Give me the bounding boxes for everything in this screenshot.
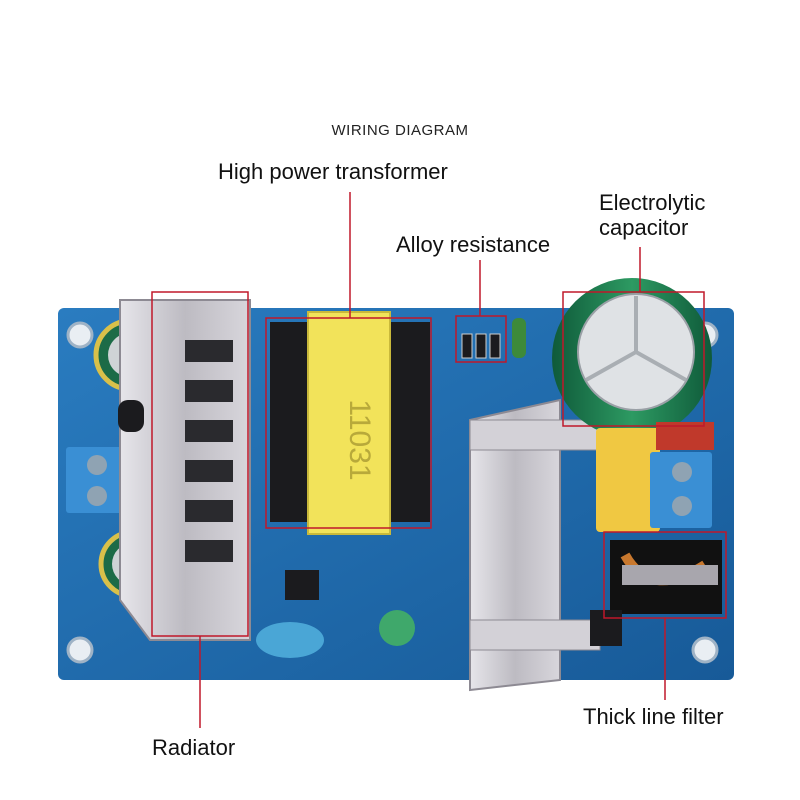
y-capacitor <box>256 622 324 658</box>
choke <box>118 400 144 432</box>
svg-text:11031: 11031 <box>343 399 376 480</box>
bridge-rectifier <box>590 610 622 646</box>
high-power-transformer: 11031 <box>270 311 430 535</box>
label-capacitor-line2: capacitor <box>599 215 689 240</box>
left-terminal-block <box>66 447 128 513</box>
callouts <box>151 192 727 728</box>
x-capacitor <box>596 428 660 532</box>
ic-chip <box>285 570 319 600</box>
small-inductor <box>512 318 526 358</box>
label-radiator: Radiator <box>152 735 236 760</box>
label-capacitor-line1: Electrolytic <box>599 190 706 215</box>
label-transformer: High power transformer <box>218 159 448 184</box>
thick-line-filter <box>610 540 722 614</box>
small-electrolytic <box>379 610 415 646</box>
electrolytic-capacitor <box>552 278 712 438</box>
alloy-resistors <box>461 333 501 359</box>
right-terminal-block <box>650 452 712 528</box>
label-alloy-resistance: Alloy resistance <box>396 232 551 257</box>
radiator-heatsink <box>119 299 251 641</box>
diagram-title: WIRING DIAGRAM <box>331 122 469 139</box>
right-heatsink <box>469 398 601 692</box>
label-thick-line-filter: Thick line filter <box>583 704 724 729</box>
